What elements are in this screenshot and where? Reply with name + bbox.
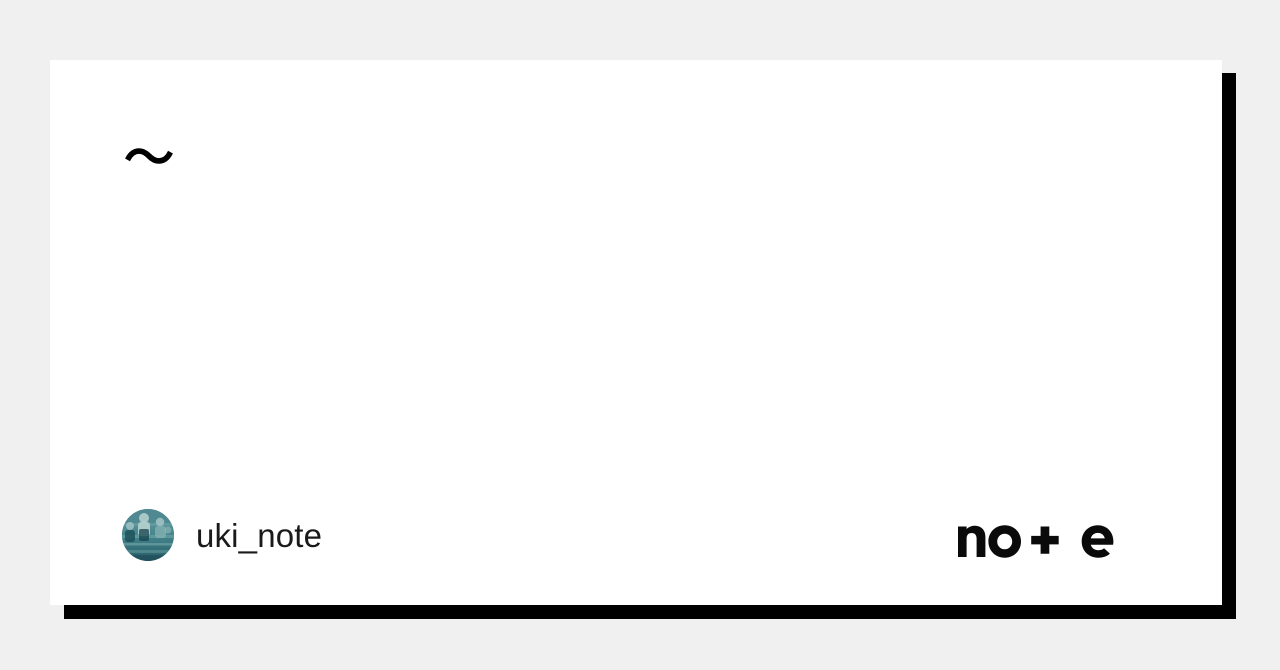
author-block[interactable]: uki_note	[122, 509, 322, 561]
avatar[interactable]	[122, 509, 174, 561]
article-title-area: 〜	[124, 122, 1124, 195]
article-card[interactable]: 〜	[50, 60, 1222, 605]
author-name: uki_note	[196, 516, 323, 554]
note-wordmark-logo[interactable]	[958, 511, 1120, 559]
page-title: 〜	[124, 130, 175, 186]
card-footer: uki_note	[50, 465, 1222, 605]
